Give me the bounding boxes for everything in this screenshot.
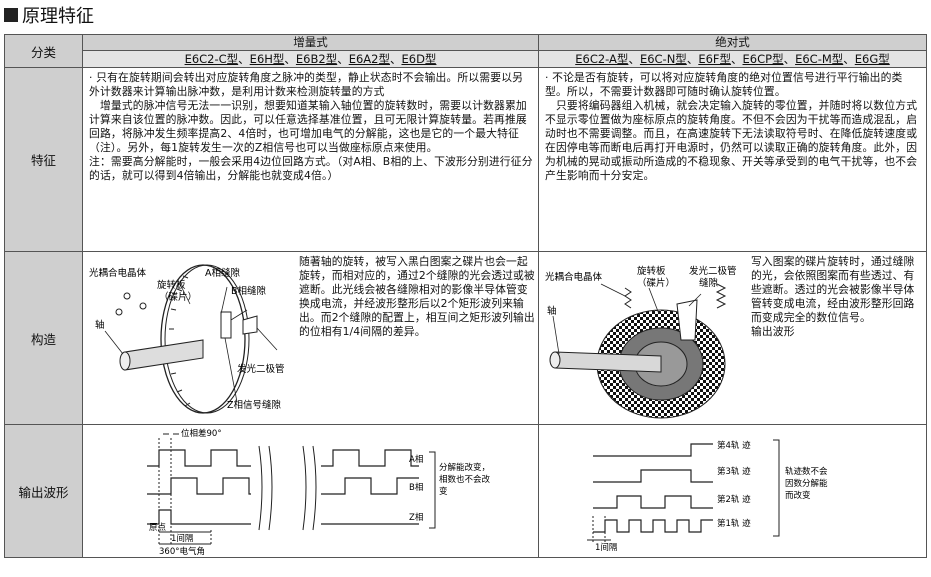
incremental-structure-desc: 随著轴的旋转，被写入黑白图案之碟片也会一起旋转，而相对应的，通过2个缝隙的光会透… [299,255,535,338]
wave-note-3: 变 [439,486,448,497]
category-header: 分类 [4,34,83,68]
incremental-features: · 只有在旋转期间会转出对应旋转角度之脉冲的类型，静止状态时不会输出。所以需要以… [82,67,539,252]
absolute-features: · 不论是否有旋转，可以将对应旋转角度的绝对位置信号进行平行输出的类型。所以，不… [538,67,927,252]
absolute-structure-desc-2: 输出波形 [751,325,795,338]
abs-photo-label: 光耦合电晶体 [545,271,603,283]
shaft-label: 轴 [95,319,105,331]
abs-note-3: 而改变 [785,490,811,501]
abs-shaft-label: 轴 [547,305,557,317]
z-slit-label: Z相信号缝隙 [227,399,282,411]
absolute-structure-desc: 写入图案的碟片旋转时，通过缝隙的光，会依照图案而有些透过、有些遮断。透过的光会被… [751,255,923,339]
absolute-feature-p2: 只要将编码器组入机械，就会决定输入旋转的零位置，并随时将以数位方式不显示零位置做… [545,99,918,182]
wave-note-2: 相数也不会改 [439,474,491,485]
waveform-label: 输出波形 [4,424,83,558]
b-phase-wave [147,477,419,495]
absolute-waveform-diagram: 第4轨 迹 第3轨 迹 第2轨 迹 第1轨 迹 轨迹数不会 因数分解能 而改变 … [587,439,828,553]
a-phase-wave [147,449,419,467]
track-4-label: 第4轨 迹 [717,440,751,451]
a-slit-label: A相缝隙 [205,267,240,279]
abs-note-1: 轨迹数不会 [785,466,828,477]
a-phase-label: A相 [409,454,423,465]
b-phase-label: B相 [409,482,423,493]
absolute-models: E6C2-A型、E6C-N型、E6F型、E6CP型、E6C-M型、E6G型 [538,50,927,68]
track-4-wave [593,443,713,457]
model-separator: 、 [238,52,250,66]
structure-label: 构造 [4,251,83,425]
model-name: E6C-M型 [795,52,844,66]
model-name: E6H型 [249,52,285,66]
square-bullet-icon [4,8,18,22]
model-separator: 、 [783,52,796,66]
absolute-header: 绝对式 [538,34,927,51]
incremental-feature-p2: 增量式的脉冲信号无法一一识别，想要知道某输入轴位置的旋转数时，需要以计数器累加计… [89,99,527,154]
abs-disk-label-2: （碟片） [637,277,675,289]
disk-label-2: （碟片） [159,291,197,303]
abs-interval-label: 1间隔 [595,543,618,553]
model-name: E6CP型 [742,52,784,66]
page-title: 原理特征 [22,6,94,27]
track-1-label: 第1轨 迹 [717,518,751,529]
incremental-feature-p1: · 只有在旋转期间会转出对应旋转角度之脉冲的类型，静止状态时不会输出。所以需要以… [89,71,524,98]
track-1-wave [593,519,713,533]
model-separator: 、 [731,52,743,66]
model-name: E6B2型 [295,52,338,66]
model-name: E6C2-A型 [575,52,629,66]
incremental-structure: 光耦合电晶体 旋转板 （碟片） A相缝隙 B相缝隙 轴 发光二极管 Z相信号缝隙… [82,251,539,425]
z-phase-wave [147,509,419,525]
led-label: 发光二极管 [237,363,285,375]
features-label: 特征 [4,67,83,252]
model-name: E6F型 [698,52,732,66]
model-separator: 、 [337,52,349,66]
incremental-structure-diagram: 光耦合电晶体 旋转板 （碟片） A相缝隙 B相缝隙 轴 发光二极管 Z相信号缝隙 [89,264,285,414]
incremental-waveform-diagram: 位相差90° A相 B相 Z相 分解能改变， [147,428,491,556]
incremental-feature-note: 注：需要高分解能时，一般会采用4边位回路方式。（对A相、B相的上、下波形分别进行… [89,155,533,182]
model-name: E6A2型 [348,52,390,66]
model-separator: 、 [843,52,855,66]
absolute-waveform: 第4轨 迹 第3轨 迹 第2轨 迹 第1轨 迹 轨迹数不会 因数分解能 而改变 … [538,424,927,558]
model-name: E6G型 [854,52,890,66]
model-separator: 、 [628,52,640,66]
model-separator: 、 [284,52,296,66]
absolute-structure: 光耦合电晶体 旋转板 （碟片） 发光二极管 缝隙 轴 写入图案的碟片旋转时，通过… [538,251,927,425]
model-separator: 、 [389,52,402,66]
abs-slit-label: 缝隙 [699,277,719,289]
abs-disk-label: 旋转板 [637,265,666,277]
incremental-header: 增量式 [82,34,539,51]
model-separator: 、 [686,52,699,66]
model-name: E6C-N型 [639,52,687,66]
model-name: E6C2-C型 [184,52,239,66]
incremental-models: E6C2-C型、E6H型、E6B2型、E6A2型、E6D型 [82,50,539,68]
wave-note-1: 分解能改变， [439,462,490,473]
photo-label: 光耦合电晶体 [89,267,147,279]
z-phase-label: Z相 [409,512,423,523]
disk-label: 旋转板 [157,279,186,291]
track-3-wave [593,469,713,483]
absolute-feature-p1: · 不论是否有旋转，可以将对应旋转角度的绝对位置信号进行平行输出的类型。所以，不… [545,71,903,98]
abs-shaft-shape [554,351,662,373]
abs-led-label: 发光二极管 [689,265,737,277]
b-slit-label: B相缝隙 [231,285,267,297]
angle-label: 360°电气角 [159,546,205,556]
phase-diff-label: 位相差90° [181,428,222,439]
abs-note-2: 因数分解能 [785,478,828,489]
absolute-structure-diagram: 光耦合电晶体 旋转板 （碟片） 发光二极管 缝隙 轴 [545,265,737,419]
incremental-waveform: 位相差90° A相 B相 Z相 分解能改变， [82,424,539,558]
principle-table: 分类 增量式 绝对式 E6C2-C型、E6H型、E6B2型、E6A2型、E6D型… [4,34,927,558]
track-2-wave [593,495,713,509]
section-title: 原理特征 [4,3,94,27]
model-name: E6D型 [401,52,437,66]
origin-label: 原点 [149,523,167,533]
interval-label: 1间隔 [171,534,194,544]
track-2-label: 第2轨 迹 [717,494,751,505]
track-3-label: 第3轨 迹 [717,466,751,477]
